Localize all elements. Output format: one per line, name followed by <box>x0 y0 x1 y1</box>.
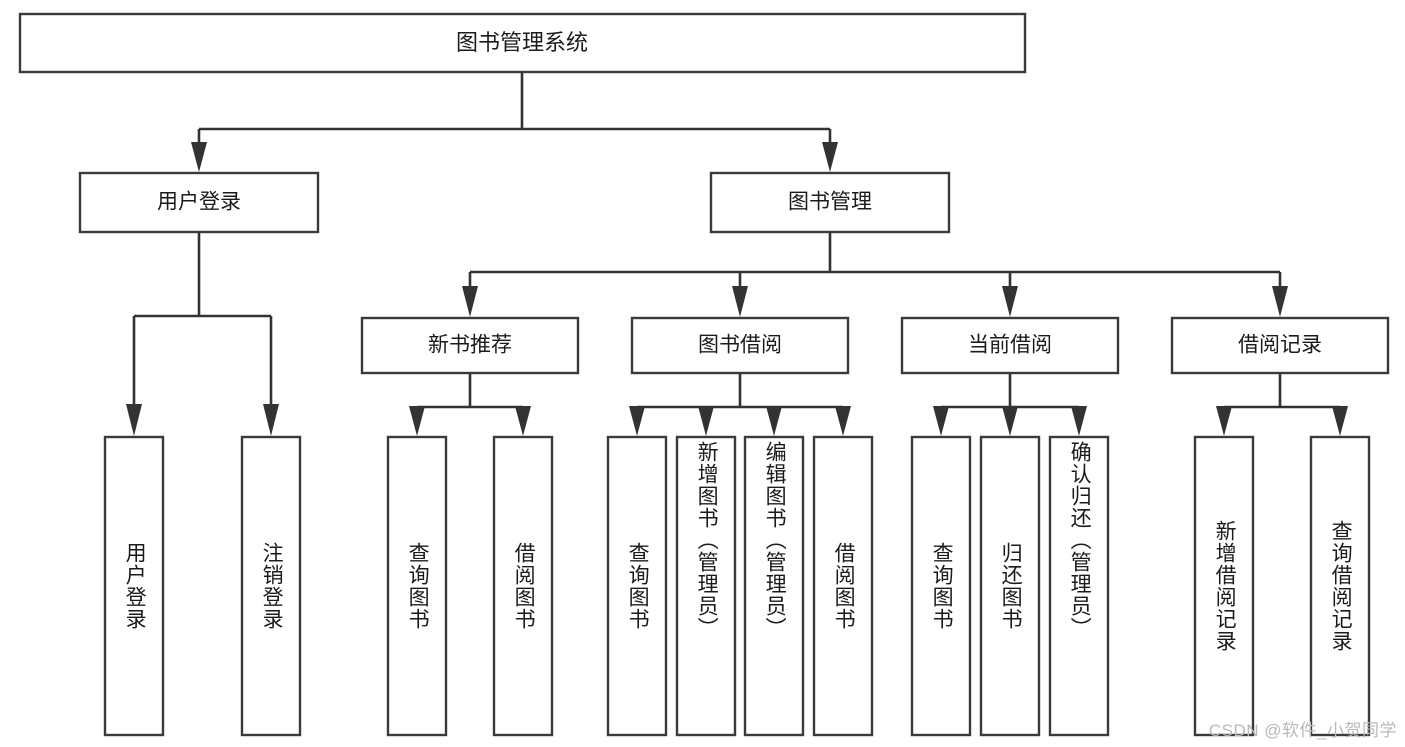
connector-group <box>126 72 1348 436</box>
node-new-book-recommend-box[interactable] <box>360 316 580 375</box>
node-new-book-recommend-label: 新书推荐 <box>428 334 512 357</box>
node-book-borrow-box[interactable] <box>630 316 850 375</box>
arrow-leaf-user-login <box>126 404 142 436</box>
arrow-leaf-add-book <box>698 406 714 436</box>
arrow-to-borrow-record <box>1272 286 1288 317</box>
arrow-leaf-confirm-return <box>1071 406 1087 436</box>
arrow-to-bookmgmt <box>822 142 838 172</box>
arrow-to-current-borrow <box>1002 286 1018 317</box>
node-book-borrow-label: 图书借阅 <box>698 334 782 357</box>
arrow-leaf-query-book-2 <box>629 406 645 436</box>
node-leaf-query-record-box[interactable] <box>1309 435 1371 737</box>
node-leaf-edit-book-box[interactable] <box>743 435 805 737</box>
node-leaf-logout-login-box[interactable] <box>240 435 302 737</box>
node-leaf-query-book-3-box[interactable] <box>910 435 972 737</box>
node-leaf-borrow-book-1-box[interactable] <box>492 435 554 737</box>
node-root[interactable]: 图书管理系统 <box>18 12 1027 74</box>
node-borrow-record-box[interactable] <box>1170 316 1390 375</box>
node-borrow-record[interactable]: 借阅记录 <box>1170 316 1390 375</box>
arrow-to-userlogin <box>191 142 207 172</box>
node-borrow-record-label: 借阅记录 <box>1238 334 1322 357</box>
node-leaf-add-book-box[interactable] <box>675 435 737 737</box>
arrow-to-book-borrow <box>732 286 748 317</box>
arrow-leaf-query-book-3 <box>933 406 949 436</box>
node-root-label: 图书管理系统 <box>456 30 588 55</box>
arrow-leaf-borrow-book-1 <box>515 406 531 436</box>
node-book-management-box[interactable] <box>709 171 951 234</box>
arrow-to-new-book-recommend <box>462 286 478 317</box>
arrow-leaf-borrow-book-2 <box>835 406 851 436</box>
node-current-borrow-label: 当前借阅 <box>968 334 1052 357</box>
csdn-watermark: CSDN @软件_小贺同学 <box>1208 721 1397 740</box>
node-book-management[interactable]: 图书管理 <box>709 171 951 234</box>
node-book-management-label: 图书管理 <box>788 191 872 214</box>
node-leaf-return-book-box[interactable] <box>979 435 1041 737</box>
arrow-leaf-query-record <box>1332 406 1348 436</box>
node-new-book-recommend[interactable]: 新书推荐 <box>360 316 580 375</box>
node-user-login-box[interactable] <box>78 171 320 234</box>
node-leaf-query-book-1-box[interactable] <box>386 435 448 737</box>
node-user-login[interactable]: 用户登录 <box>78 171 320 234</box>
node-leaf-query-book-2-box[interactable] <box>606 435 668 737</box>
node-current-borrow[interactable]: 当前借阅 <box>900 316 1120 375</box>
arrow-leaf-logout-login <box>263 404 279 436</box>
node-leaf-add-record-box[interactable] <box>1193 435 1255 737</box>
arrow-leaf-edit-book <box>766 406 782 436</box>
node-leaf-confirm-return-box[interactable] <box>1048 435 1110 737</box>
node-book-borrow[interactable]: 图书借阅 <box>630 316 850 375</box>
arrow-leaf-return-book <box>1002 406 1018 436</box>
arrow-leaf-query-book-1 <box>409 406 425 436</box>
node-root-box[interactable] <box>18 12 1027 74</box>
node-user-login-label: 用户登录 <box>157 191 241 214</box>
node-current-borrow-box[interactable] <box>900 316 1120 375</box>
node-leaf-borrow-book-2-box[interactable] <box>812 435 874 737</box>
node-leaf-user-login-box[interactable] <box>103 435 165 737</box>
arrow-leaf-add-record <box>1216 406 1232 436</box>
